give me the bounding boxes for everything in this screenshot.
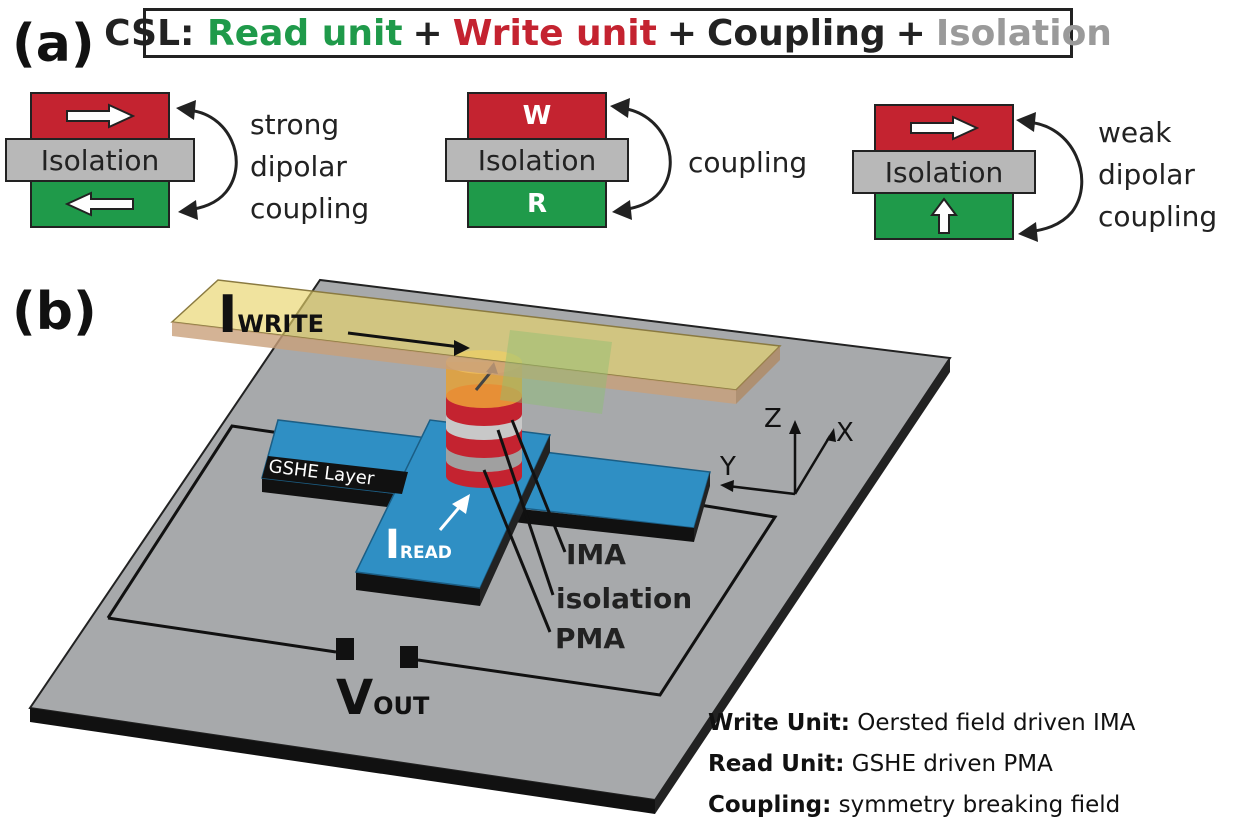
panel-b-label: (b) [12,282,97,342]
leader-pma [482,469,552,633]
stack-weak-dipolar: Isolation [852,104,1052,244]
note-read-unit: Read Unit: GSHE driven PMA [708,751,1053,777]
ima-label: IMA [566,538,626,571]
v-out-main: V [336,670,374,726]
arrow-left-icon [65,191,134,217]
isolation-layer: Isolation [852,150,1036,194]
title-coupling: Coupling [707,12,886,54]
side-text-line: dipolar [1098,158,1195,191]
terminal-left [336,638,354,660]
coupling-arrow-icon [176,100,238,220]
gshe-label-bg [262,456,408,494]
note-key: Write Unit: [708,710,850,736]
axis-z-label: Z [764,404,782,434]
arrow-up-icon [930,197,958,234]
gshe-bar-edge-right [530,510,694,542]
title-prefix: CSL: [104,12,195,54]
side-text-line: coupling [1098,200,1218,233]
i-write-arrow [347,331,461,349]
read-layer [874,192,1014,240]
write-line-edge [172,322,736,404]
title-plus: + [895,12,926,54]
title-read: Read unit [206,12,403,54]
side-text-line: coupling [688,146,808,179]
note-value: Oersted field driven IMA [849,710,1136,736]
title-plus: + [666,12,698,54]
title-plus: + [412,12,443,54]
axis-y-label: Y [720,452,736,482]
note-value: symmetry breaking field [831,792,1121,818]
side-text-line: coupling [250,192,370,225]
panel-a-label: (a) [12,14,95,74]
stack-coupling: W Isolation R [445,92,645,232]
axes-icon [720,420,836,496]
note-coupling: Coupling: symmetry breaking field [708,792,1120,818]
isolation-label: isolation [556,582,693,615]
side-text-line: strong [250,108,340,141]
coupling-arrow-icon [610,98,672,220]
gshe-stem-edge [356,572,480,606]
write-layer [30,92,170,140]
v-out-sub: OUT [373,692,430,720]
i-read-sub: READ [399,543,452,563]
csl-title-box: CSL: Read unit + Write unit + Coupling +… [104,8,1112,58]
note-key: Coupling: [708,792,832,818]
isolation-layer: Isolation [5,138,195,182]
i-read-main: I [385,522,400,568]
leader-isolation [496,429,555,596]
coupling-arrow-icon [1016,112,1084,242]
arrow-right-icon [910,115,979,141]
read-layer: R [467,180,607,228]
side-text-line: dipolar [250,150,347,183]
terminal-right [400,646,418,668]
circuit-wire-right [417,503,778,697]
i-write-main: I [218,285,238,345]
axis-x-label: X [836,418,854,448]
leader-ima [510,419,567,553]
stack-strong-dipolar: Isolation [5,92,235,240]
i-write-sub: WRITE [237,310,325,338]
note-write-unit: Write Unit: Oersted field driven IMA [708,710,1135,736]
note-key: Read Unit: [708,751,845,777]
title-write: Write unit [452,12,657,54]
circuit-wire-left [106,424,281,619]
pma-label: PMA [555,622,626,655]
write-line-overlap [500,330,612,414]
side-text-line: weak [1098,116,1172,149]
write-line-edge-side [736,346,780,404]
title-isolation: Isolation [935,12,1112,54]
read-layer [30,180,170,228]
arrow-right-icon [66,103,135,129]
circuit-wire-bottom-left [107,616,337,654]
note-value: GSHE driven PMA [844,751,1053,777]
substrate-edge-front [30,708,655,814]
isolation-layer: Isolation [445,138,629,182]
substrate-edge-side [655,358,950,814]
gshe-bar-edge-end [694,472,710,542]
gshe-stem-edge-side [480,435,550,606]
pillar-stack [446,350,522,488]
